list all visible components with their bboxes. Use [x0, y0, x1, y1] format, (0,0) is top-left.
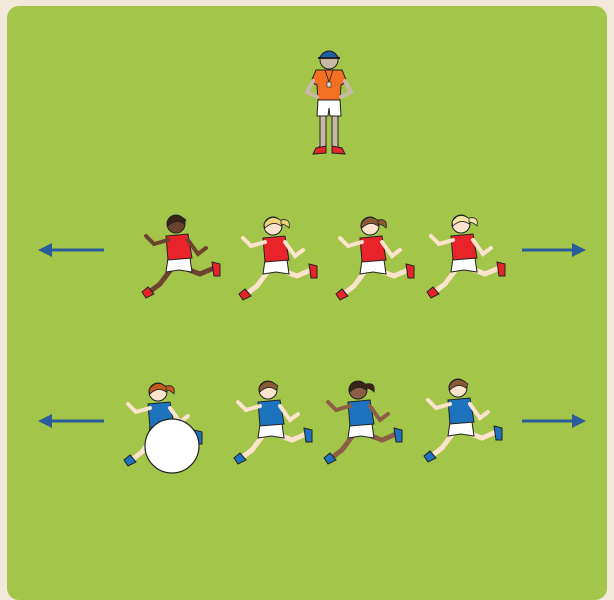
arrow-left-row2-icon — [38, 414, 104, 428]
arrow-right-row2-icon — [522, 414, 586, 428]
arrow-left-row1-icon — [38, 243, 104, 257]
player-blue-2-runner-icon — [234, 381, 312, 464]
player-red-2-runner-icon — [239, 217, 317, 300]
coach-with-whistle-icon — [307, 51, 351, 154]
player-red-4-runner-icon — [427, 215, 505, 298]
arrow-right-row1-icon — [522, 243, 586, 257]
player-red-1-runner-icon — [142, 215, 220, 298]
player-blue-4-runner-icon — [424, 379, 502, 462]
player-red-3-runner-icon — [336, 217, 414, 300]
player-blue-3-runner-icon — [324, 381, 402, 464]
player-blue-1-runner-with-ball-icon — [124, 383, 202, 473]
